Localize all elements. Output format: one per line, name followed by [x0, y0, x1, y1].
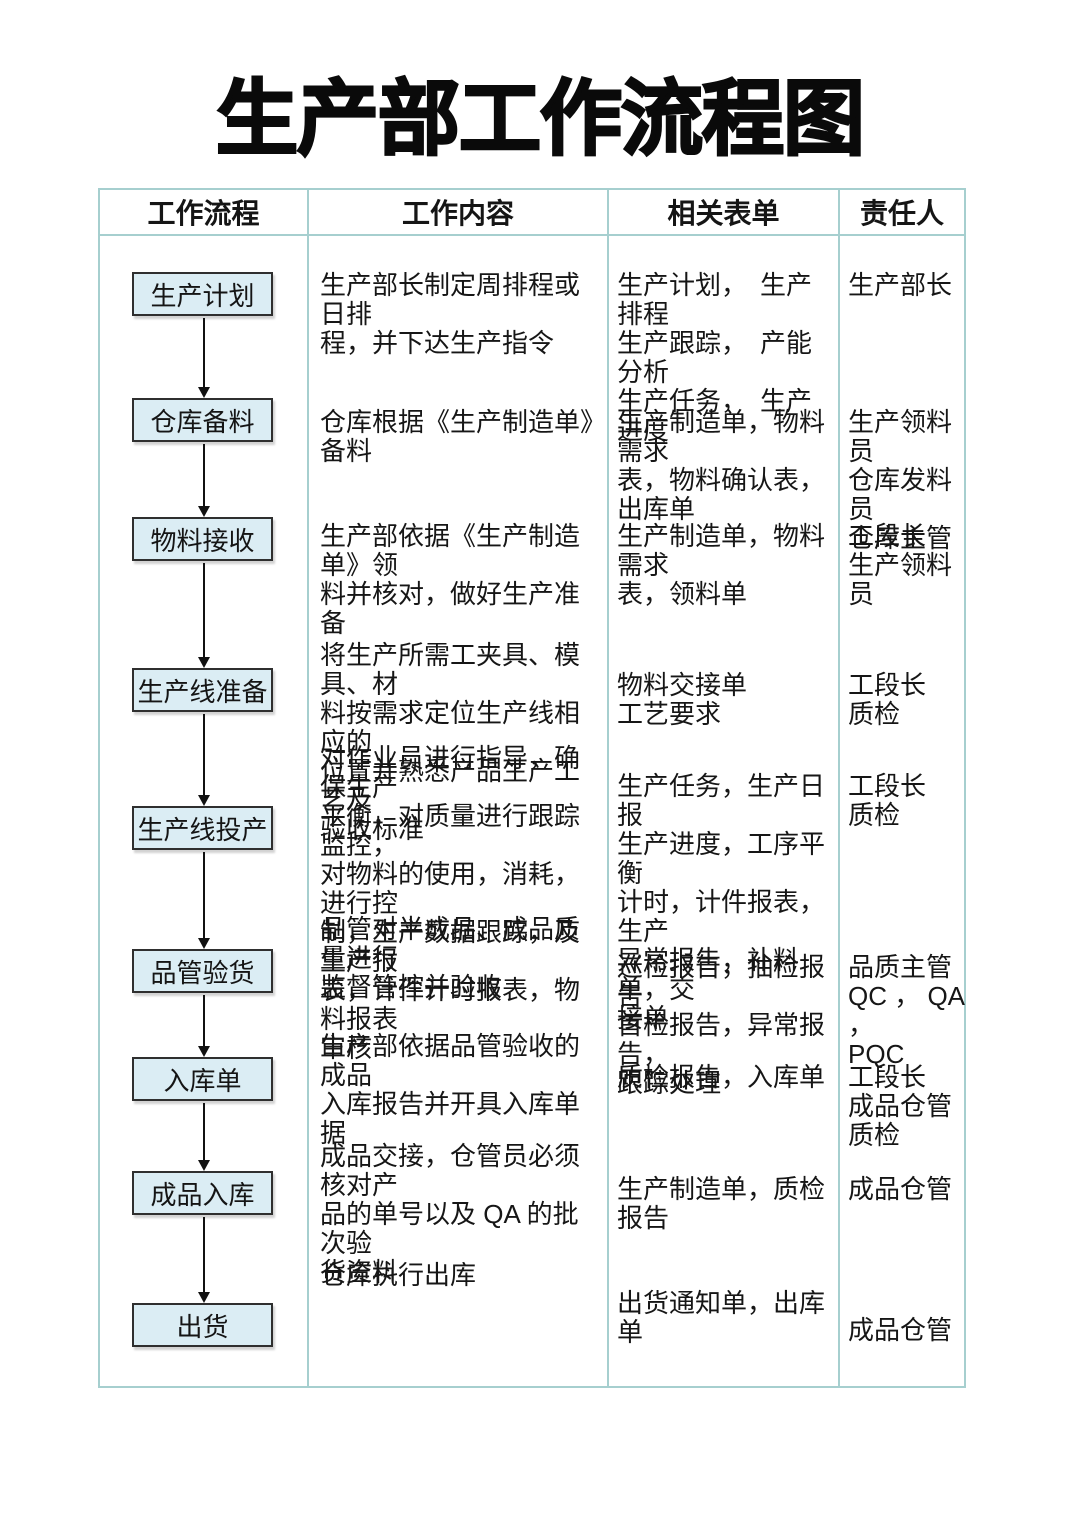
content-text: 品管对半成品、成品质量进行 监督管控并验收	[320, 914, 581, 1002]
flow-step-box-warehouse-prepare: 仓库备料	[132, 398, 273, 442]
flow-step-box-shipment: 出货	[132, 1303, 273, 1347]
col-header-content: 工作内容	[309, 190, 609, 234]
flow-arrow	[198, 318, 210, 398]
col-header-forms: 相关表单	[609, 190, 840, 234]
forms-text: 生产制造单，物料需求 表，物料确认表， 出库单	[617, 407, 826, 524]
table-body: 生产计划 仓库备料 物料接收 生产线准备 生产线投产 品管验货 入库单 成品入库…	[100, 236, 964, 1386]
responsible-text: 成品仓管	[848, 1315, 953, 1345]
responsible-text: 品质主管 QC ， QA ， PQC	[848, 952, 964, 1069]
responsible-text: 工段长 生产领料员	[848, 521, 953, 609]
responsible-text: 生产领料员 仓库发料员 仓库主管	[848, 407, 953, 553]
flow-step-box-material-receive: 物料接收	[132, 517, 273, 561]
content-text: 将生产所需工夹具、模具、材 料按需求定位生产线相应的 位置并熟悉产品生产工艺及 …	[320, 640, 581, 844]
table-header-row: 工作流程 工作内容 相关表单 责任人	[100, 190, 964, 236]
flow-arrow	[198, 714, 210, 806]
forms-column: 生产计划， 生产排程 生产跟踪， 产能分析 生产任务， 生产进度 生产制造单，物…	[609, 236, 840, 1386]
forms-text: 巡检报告，抽检报告 首检报告，异常报告， 跟踪处理	[617, 952, 826, 1098]
responsible-text: 工段长 成品仓管 质检	[848, 1062, 953, 1150]
forms-text: 出货通知单，出库单	[617, 1288, 826, 1347]
responsible-text: 生产部长	[848, 270, 953, 300]
col-header-workflow: 工作流程	[100, 190, 309, 234]
forms-text: 生产任务，生产日报 生产进度，工序平衡 计时，计件报表，生产 异常报告，补料单，…	[617, 771, 826, 1033]
content-column: 生产部长制定周排程或日排 程，并下达生产指令 仓库根据《生产制造单》备料 生产部…	[309, 236, 609, 1386]
responsible-text: 成品仓管	[848, 1174, 953, 1204]
forms-text: 生产计划， 生产排程 生产跟踪， 产能分析 生产任务， 生产进度	[617, 270, 813, 445]
flow-step-box-line-prepare: 生产线准备	[132, 668, 273, 712]
responsible-column: 生产部长 生产领料员 仓库发料员 仓库主管 工段长 生产领料员 工段长 质检 工…	[840, 236, 968, 1386]
flow-arrow	[198, 995, 210, 1057]
content-text: 成品交接，仓管员必须核对产 品的单号以及 QA 的批次验 货资料	[320, 1141, 581, 1287]
flow-step-box-finished-goods-in: 成品入库	[132, 1171, 273, 1215]
content-text: 仓库根据《生产制造单》备料	[320, 407, 594, 466]
page-title: 生产部工作流程图	[215, 73, 867, 167]
flow-arrow	[198, 1217, 210, 1303]
content-text: 仓库执行出库	[320, 1260, 477, 1290]
responsible-text: 工段长 质检	[848, 670, 927, 729]
flow-step-box-qc-inspection: 品管验货	[132, 949, 273, 993]
flow-arrow	[198, 852, 210, 949]
forms-text: 生产制造单，质检报告	[617, 1174, 826, 1233]
flow-arrow	[198, 1103, 210, 1171]
forms-text: 物料交接单 工艺要求	[617, 670, 748, 729]
flow-arrow	[198, 563, 210, 668]
flow-step-box-line-start: 生产线投产	[132, 806, 273, 850]
flow-step-box-warehouse-entry-form: 入库单	[132, 1057, 273, 1101]
content-text: 生产部依据《生产制造单》领 料并核对，做好生产准备	[320, 521, 581, 638]
forms-text: 生产制造单，物料需求 表，领料单	[617, 521, 826, 609]
flow-arrow	[198, 444, 210, 517]
col-header-responsible: 责任人	[859, 198, 944, 229]
workflow-column: 生产计划 仓库备料 物料接收 生产线准备 生产线投产 品管验货 入库单 成品入库…	[100, 236, 309, 1386]
responsible-text: 工段长 质检	[848, 771, 927, 830]
flow-step-box-production-plan: 生产计划	[132, 272, 273, 316]
content-text: 生产部依据品管验收的成品 入库报告并开具入库单据	[320, 1031, 581, 1148]
content-text: 生产部长制定周排程或日排 程，并下达生产指令	[320, 270, 581, 358]
flow-table: 工作流程 工作内容 相关表单 责任人 生产计划 仓库备料 物料接收 生产线准备 …	[98, 188, 966, 1388]
content-text: 对作业员进行指导，确保生产 平衡，对质量进行跟踪监控， 对物料的使用，消耗，进行…	[320, 743, 581, 1063]
forms-text: 质检报告，入库单	[617, 1062, 826, 1092]
